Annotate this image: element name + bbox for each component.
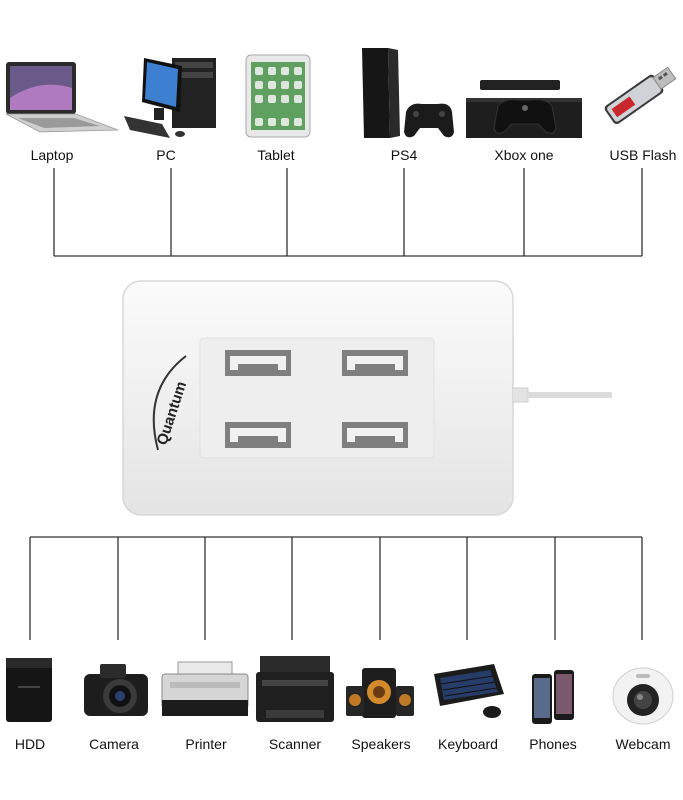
device-label-phones: Phones: [529, 736, 577, 752]
device-label-ps4: PS4: [390, 147, 418, 163]
device-label-printer: Printer: [185, 736, 227, 752]
hdd-icon: [6, 658, 52, 722]
tablet-icon: [245, 54, 311, 138]
usb-flash-icon: [604, 66, 677, 125]
ps4-icon: [362, 48, 454, 138]
usb-hub: Quantum: [122, 280, 514, 516]
pc-icon: [124, 58, 216, 138]
usb-port-2: [342, 350, 408, 376]
usb-port-3: [225, 422, 291, 448]
webcam-icon: [612, 667, 674, 725]
device-label-speakers: Speakers: [351, 736, 411, 752]
hub-cable: [512, 387, 612, 403]
device-label-scanner: Scanner: [268, 736, 322, 752]
phones-icon: [532, 670, 574, 724]
device-label-webcam: Webcam: [615, 736, 671, 752]
camera-icon: [84, 664, 148, 716]
scanner-icon: [256, 656, 334, 722]
device-label-tablet: Tablet: [257, 147, 295, 163]
printer-icon: [161, 661, 249, 716]
usb-port-4: [342, 422, 408, 448]
device-label-laptop: Laptop: [30, 147, 74, 163]
device-label-usb-flash: USB Flash: [609, 147, 677, 163]
device-label-xbox-one: Xbox one: [494, 147, 554, 163]
speakers-icon: [346, 668, 414, 718]
keyboard-icon: [434, 664, 504, 718]
laptop-icon: [5, 62, 119, 133]
device-label-hdd: HDD: [14, 736, 46, 752]
device-label-pc: PC: [156, 147, 176, 163]
device-label-keyboard: Keyboard: [438, 736, 498, 752]
usb-port-1: [225, 350, 291, 376]
xbox-icon: [466, 80, 582, 138]
device-label-camera: Camera: [89, 736, 139, 752]
